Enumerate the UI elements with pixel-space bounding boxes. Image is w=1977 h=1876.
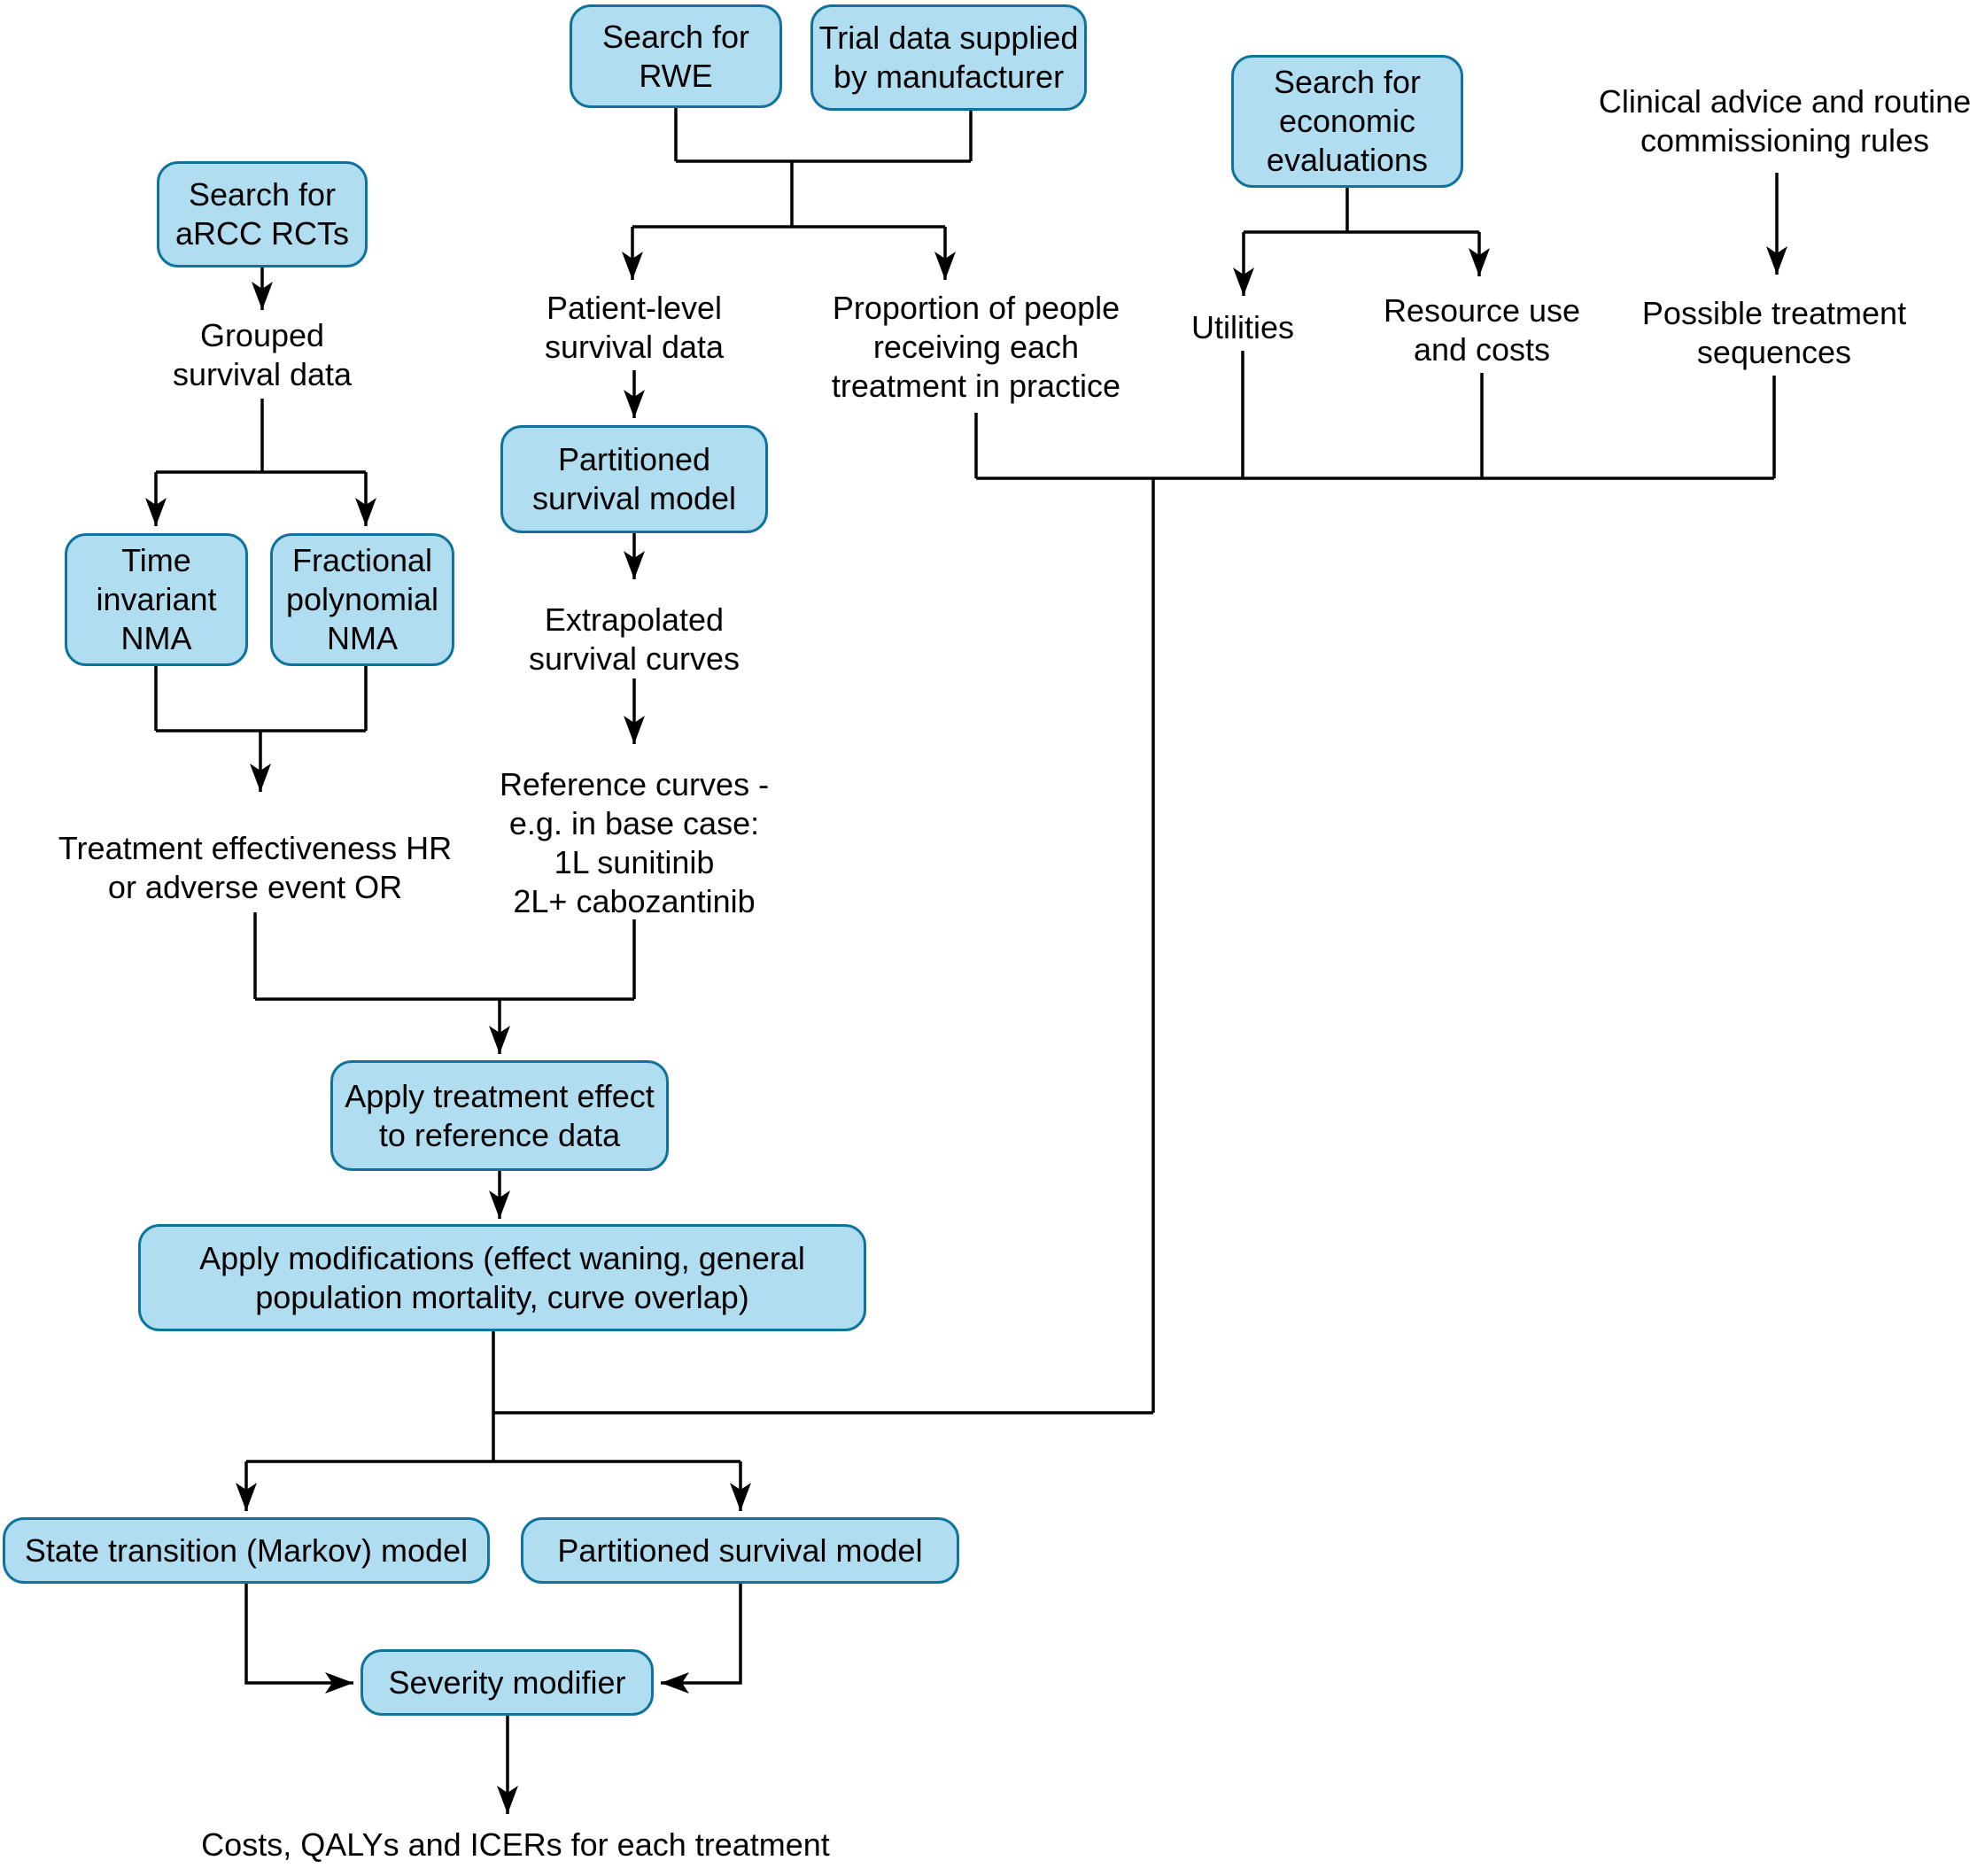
label-resource-use-costs: Resource use and costs xyxy=(1383,292,1581,368)
node-search-economic: Search for economic evaluations xyxy=(1231,55,1463,188)
label-utilities: Utilities xyxy=(1190,309,1294,345)
node-trial-data: Trial data supplied by manufacturer xyxy=(810,4,1087,111)
label-proportion-receiving-treatment: Proportion of people receiving each trea… xyxy=(831,290,1121,404)
edge-mid-join-split xyxy=(246,1331,1153,1463)
edge-hr-reference-join xyxy=(253,912,636,1001)
node-fractional-polynomial-nma: Fractional polynomial NMA xyxy=(270,533,454,666)
node-partitioned-survival-model: Partitioned survival model xyxy=(500,425,768,533)
label-patient-level-survival-data: Patient-level survival data xyxy=(544,290,725,365)
node-partitioned-survival-model-2: Partitioned survival model xyxy=(521,1517,959,1584)
label-possible-treatment-sequences: Possible treatment sequences xyxy=(1641,295,1907,370)
edge-nma-merge xyxy=(154,666,368,733)
edge-right-collector xyxy=(974,351,1776,1413)
node-search-arcc: Search for aRCC RCTs xyxy=(157,161,368,267)
label-grouped-survival-data: Grouped survival data xyxy=(172,317,353,392)
node-search-rwe: Search for RWE xyxy=(570,4,782,108)
arrow-state-to-severity xyxy=(244,1584,353,1694)
label-clinical-advice: Clinical advice and routine commissionin… xyxy=(1598,83,1972,159)
edge-grouped-split xyxy=(156,399,366,474)
label-treatment-effectiveness: Treatment effectiveness HR or adverse ev… xyxy=(58,830,453,905)
edge-econ-split xyxy=(1244,188,1479,234)
node-apply-modifications: Apply modifications (effect waning, gene… xyxy=(138,1224,866,1331)
label-reference-curves: Reference curves - e.g. in base case: 1L… xyxy=(499,766,770,919)
node-state-transition-model: State transition (Markov) model xyxy=(3,1517,490,1584)
node-apply-treatment-effect: Apply treatment effect to reference data xyxy=(330,1060,669,1171)
arrow-psm2-to-severity xyxy=(661,1584,742,1694)
label-costs-qalys-icers: Costs, QALYs and ICERs for each treatmen… xyxy=(201,1826,830,1863)
edge-rwe-trial-merge xyxy=(632,108,973,229)
node-time-invariant-nma: Time invariant NMA xyxy=(65,533,248,666)
label-extrapolated-survival-curves: Extrapolated survival curves xyxy=(528,601,740,677)
node-severity-modifier: Severity modifier xyxy=(361,1649,654,1716)
